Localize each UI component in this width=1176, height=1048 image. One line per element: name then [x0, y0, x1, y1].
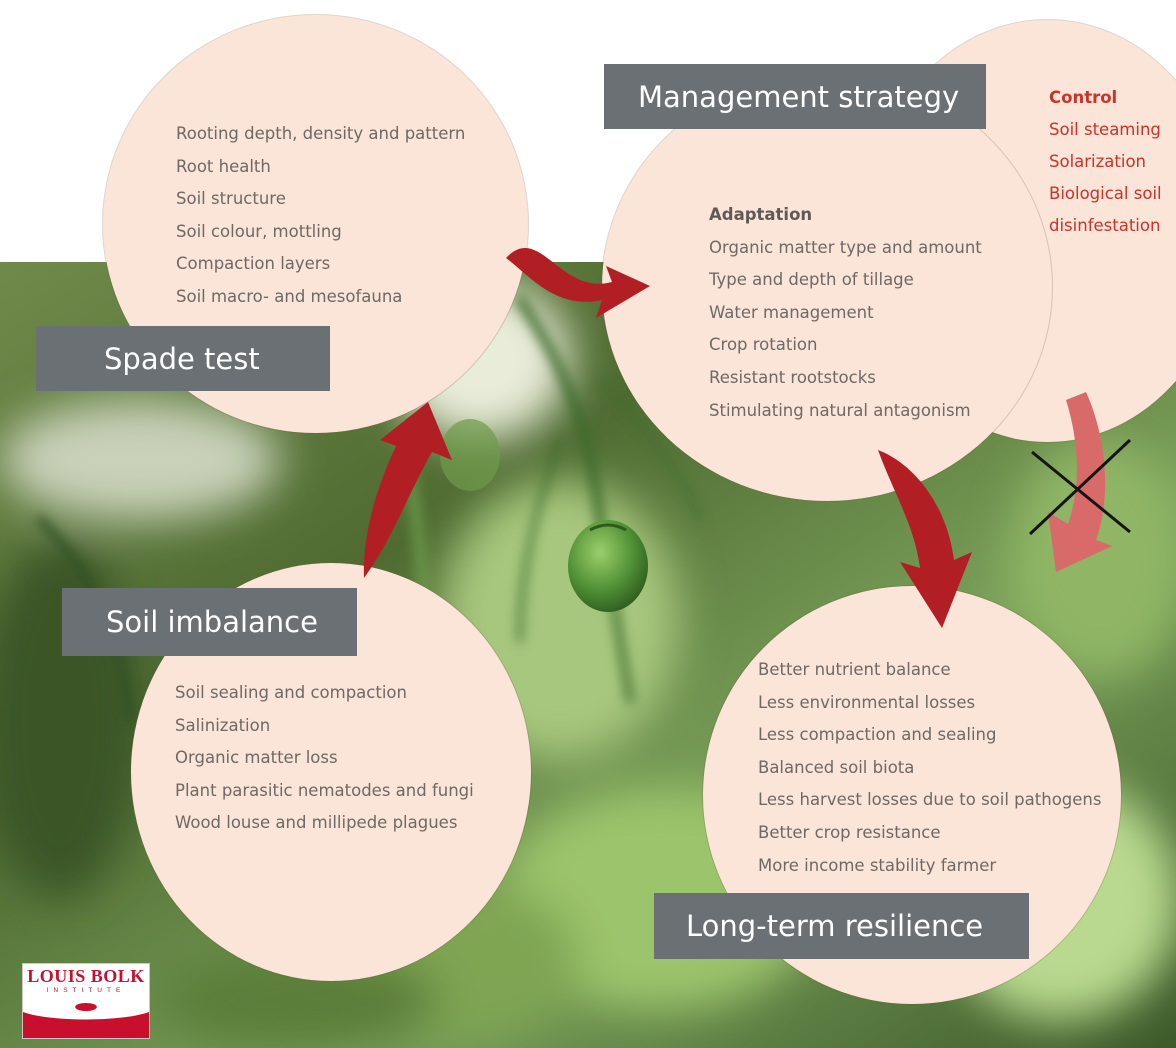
spade-item-3: Soil structure	[176, 189, 286, 209]
management-item-4: Crop rotation	[709, 335, 818, 355]
management-strategy-circle	[602, 73, 1052, 501]
control-heading: Control	[1049, 88, 1118, 107]
adaptation-heading: Adaptation	[709, 205, 813, 224]
spade-test-label-text: Spade test	[104, 341, 260, 376]
spade-item-1: Rooting depth, density and pattern	[176, 124, 466, 143]
control-list: Control Soil steaming Solarization Biolo…	[1049, 82, 1162, 242]
soil-imbalance-label: Soil imbalance	[62, 588, 357, 656]
resilience-item-1: Better nutrient balance	[758, 660, 951, 679]
management-item-6: Stimulating natural antagonism	[709, 400, 971, 420]
management-item-1: Organic matter type and amount	[709, 237, 982, 257]
management-item-2: Type and depth of tillage	[709, 270, 914, 290]
soil-imbalance-list: Soil sealing and compaction Salinization…	[175, 677, 474, 840]
imbalance-item-2: Salinization	[175, 715, 271, 735]
management-item-5: Resistant rootstocks	[709, 367, 876, 387]
control-item-3: Biological soil	[1049, 184, 1162, 203]
imbalance-item-1: Soil sealing and compaction	[175, 683, 407, 702]
resilience-item-4: Balanced soil biota	[758, 757, 915, 777]
control-item-1: Soil steaming	[1049, 120, 1161, 139]
resilience-item-6: Better crop resistance	[758, 822, 941, 842]
resilience-item-3: Less compaction and sealing	[758, 725, 997, 745]
resilience-item-5: Less harvest losses due to soil pathogen…	[758, 790, 1102, 810]
long-term-resilience-list: Better nutrient balance Less environment…	[758, 654, 1101, 882]
logo-subtitle: INSTITUTE	[46, 987, 126, 994]
control-item-2: Solarization	[1049, 152, 1147, 171]
control-item-4: disinfestation	[1049, 216, 1161, 235]
resilience-item-2: Less environmental losses	[758, 692, 976, 712]
spade-item-2: Root health	[176, 156, 271, 176]
resilience-item-7: More income stability farmer	[758, 855, 997, 875]
spade-test-label: Spade test	[36, 326, 330, 391]
imbalance-item-3: Organic matter loss	[175, 748, 338, 768]
long-term-resilience-label: Long-term resilience	[654, 893, 1029, 959]
logo-name: LOUIS BOLK	[27, 966, 145, 986]
louis-bolk-institute-logo: LOUIS BOLK INSTITUTE	[22, 963, 150, 1039]
spade-item-6: Soil macro- and mesofauna	[176, 286, 403, 306]
spade-item-5: Compaction layers	[176, 254, 331, 274]
management-strategy-label: Management strategy	[604, 64, 986, 129]
spade-item-4: Soil colour, mottling	[176, 221, 342, 241]
management-strategy-list: Adaptation Organic matter type and amoun…	[709, 199, 982, 427]
spade-test-list: Rooting depth, density and pattern Root …	[176, 118, 465, 314]
long-term-resilience-label-text: Long-term resilience	[686, 909, 984, 943]
imbalance-item-5: Wood louse and millipede plagues	[175, 813, 458, 833]
management-item-3: Water management	[709, 302, 874, 322]
management-strategy-label-text: Management strategy	[638, 79, 960, 114]
imbalance-item-4: Plant parasitic nematodes and fungi	[175, 780, 474, 800]
soil-imbalance-label-text: Soil imbalance	[106, 605, 318, 639]
logo-emblem-icon	[23, 998, 149, 1020]
